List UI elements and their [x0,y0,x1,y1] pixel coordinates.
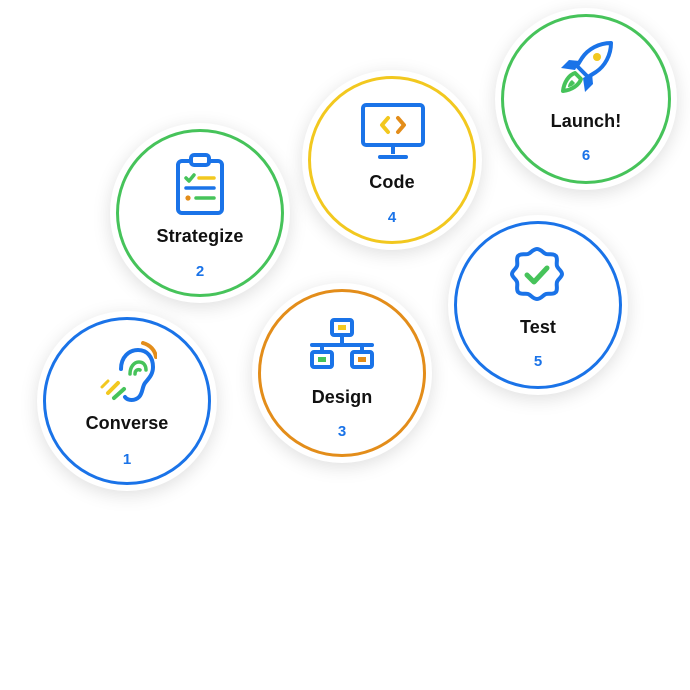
step-number: 1 [122,451,132,468]
step-ring [454,221,622,389]
step-label: Code [369,172,415,192]
step-ring [116,129,284,297]
step-label: Test [519,317,557,337]
step-ring [308,76,476,244]
step-code: Code 4 [302,70,482,250]
badge-check-icon [510,247,564,301]
step-ring [501,14,671,184]
step-converse: Converse 1 [37,311,217,491]
step-number: 3 [337,423,347,440]
step-label: Launch! [550,111,622,131]
monitor-code-icon [361,103,425,159]
step-number: 4 [387,209,397,226]
step-design: Design 3 [252,283,432,463]
step-test: Test 5 [448,215,628,395]
step-number: 5 [533,353,543,370]
step-label: Design [311,387,373,407]
step-label: Converse [85,413,169,433]
ear-icon [100,341,157,402]
step-ring [43,317,211,485]
rocket-icon [561,41,613,93]
clipboard-checklist-icon [176,153,224,215]
step-number: 2 [195,263,205,280]
step-launch: Launch! 6 [495,8,677,190]
sitemap-icon [310,318,374,369]
step-label: Strategize [156,226,244,246]
step-ring [258,289,426,457]
step-strategize: Strategize 2 [110,123,290,303]
step-number: 6 [581,147,591,164]
